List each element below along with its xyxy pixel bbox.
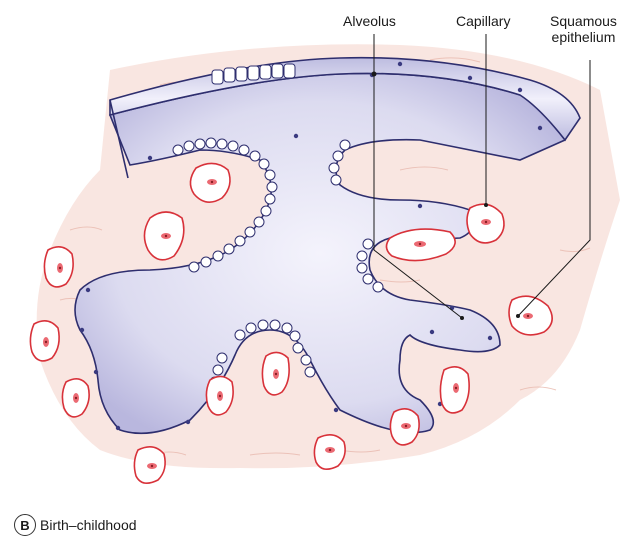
label-alveolus: Alveolus	[343, 13, 396, 29]
label-squamous-line1: Squamous	[550, 13, 617, 29]
panel-caption-text: Birth–childhood	[40, 517, 137, 533]
panel-caption: B Birth–childhood	[14, 514, 137, 536]
panel-letter-badge: B	[14, 514, 36, 536]
label-squamous-line2: epithelium	[550, 29, 617, 45]
label-capillary: Capillary	[456, 13, 510, 29]
label-squamous-epithelium: Squamous epithelium	[550, 13, 617, 45]
